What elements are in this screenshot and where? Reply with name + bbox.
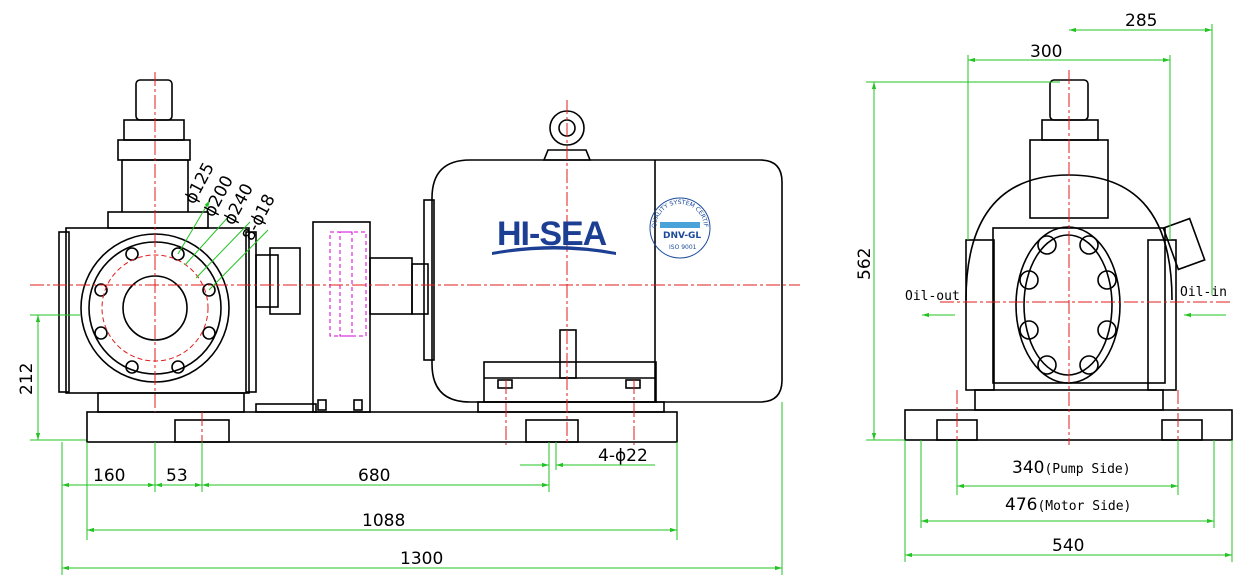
end-labels: 285 300 562 Oil-out Oil-in 340(Pump Side… xyxy=(855,11,1227,556)
end-bolts xyxy=(1019,235,1117,375)
bearing-housing xyxy=(369,257,413,315)
dim-476: 476 xyxy=(1005,495,1037,515)
bolt-l xyxy=(317,399,327,411)
shaft-flange xyxy=(269,247,301,315)
dim-1300: 1300 xyxy=(400,549,443,569)
pump-foot xyxy=(97,392,245,413)
side-view xyxy=(58,79,783,443)
base-pad-right xyxy=(525,419,579,443)
dim-height-212: 212 xyxy=(17,363,37,395)
end-side-left xyxy=(965,239,995,391)
valve-neck xyxy=(107,211,209,229)
motor-shaft xyxy=(411,263,429,315)
brand-logo: HI-SEA xyxy=(492,215,616,255)
end-side-right xyxy=(1147,239,1177,391)
shaft-stub xyxy=(255,254,279,308)
pump-lug-right xyxy=(245,231,257,393)
dim-300: 300 xyxy=(1030,42,1062,62)
valve-collar xyxy=(117,139,191,161)
coupling-foot xyxy=(255,403,317,413)
motor-foot-rib xyxy=(559,329,577,379)
motor-foot xyxy=(483,361,657,403)
dim-562: 562 xyxy=(855,248,875,280)
motor-body xyxy=(431,159,783,403)
dim-476-note: (Motor Side) xyxy=(1037,499,1131,514)
motor-foot-base xyxy=(477,401,665,413)
dim-540: 540 xyxy=(1052,536,1084,556)
dim-160: 160 xyxy=(93,466,125,486)
port-oil-out: Oil-out xyxy=(905,289,960,304)
hidden-coupling xyxy=(329,231,367,337)
dim-476-group: 476(Motor Side) xyxy=(1005,495,1131,515)
dim-340-note: (Pump Side) xyxy=(1044,462,1130,477)
dim-680: 680 xyxy=(358,466,390,486)
cert-body: DNV-GL xyxy=(663,231,701,241)
side-centerlines xyxy=(30,72,800,445)
end-pump-body xyxy=(992,227,1166,384)
end-gear-cover xyxy=(1015,226,1121,384)
end-centerlines xyxy=(940,70,1232,445)
port-oil-in: Oil-in xyxy=(1180,285,1227,300)
dim-53: 53 xyxy=(166,466,188,486)
bolt-r xyxy=(353,399,363,411)
valve-cap-base xyxy=(123,119,185,141)
cert-arc-text: QUALITY SYSTEM CERTIFICATION xyxy=(0,0,709,228)
motor-flange xyxy=(423,199,435,361)
valve-cap xyxy=(135,79,173,121)
dim-340-group: 340(Pump Side) xyxy=(1012,458,1131,478)
coupling-guard xyxy=(312,221,371,413)
dim-holes: 4-ϕ22 xyxy=(598,446,648,466)
side-dimensions xyxy=(30,199,783,575)
end-dimensions xyxy=(866,24,1233,562)
pump-lug-left xyxy=(58,231,70,393)
dim-1088: 1088 xyxy=(362,511,405,531)
cert-standard: ISO 9001 xyxy=(669,244,697,251)
end-junction-box xyxy=(1162,217,1206,271)
base-frame xyxy=(86,411,678,443)
dim-340: 340 xyxy=(1012,458,1044,478)
flange-bolts xyxy=(94,247,216,374)
dim-285: 285 xyxy=(1125,11,1157,31)
